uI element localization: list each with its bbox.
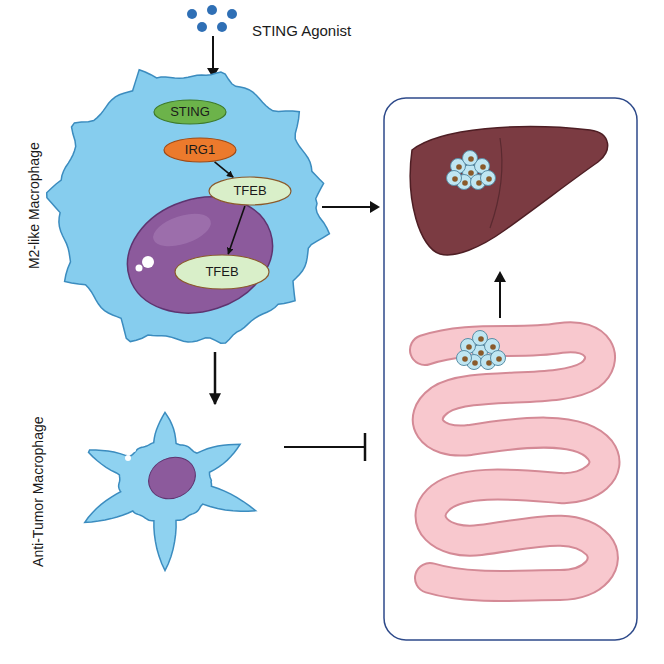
node-label: TFEB [205, 265, 238, 279]
arrowhead [370, 201, 380, 213]
tumor-nucleus [478, 336, 484, 342]
oval [164, 138, 236, 162]
tumor-nucleus [462, 180, 468, 186]
tfeb-oval: TFEB [174, 254, 270, 290]
tumor-nucleus [496, 356, 502, 362]
oval [154, 100, 226, 124]
vesicle [125, 455, 131, 461]
cell-region: Anti-Tumor Macrophage [18, 405, 254, 583]
agonist-dots [187, 5, 237, 32]
anti-tumor-cell [85, 412, 256, 570]
nucleus-highlight [136, 265, 143, 272]
irg1-oval: IRG1 [163, 137, 237, 163]
tumor-cell [481, 171, 496, 186]
cell-region: M2-like Macrophage STING IRG1TFEB TFEB [10, 62, 332, 352]
metastasis-arrow [499, 280, 501, 318]
tumor-cell [457, 351, 472, 366]
nucleus-shine [149, 207, 215, 252]
inhibit-bar [364, 433, 367, 461]
oval [209, 177, 291, 205]
inhibit-line [284, 446, 364, 448]
tfeb-oval: TFEB [208, 176, 292, 206]
node-label: IRG1 [185, 143, 215, 157]
tumor-cluster [457, 331, 506, 370]
tumor-nucleus [490, 344, 496, 350]
tumor-nucleus [456, 164, 462, 170]
tumor-cell [473, 331, 488, 346]
arrowhead [494, 271, 506, 282]
tumor-nucleus [468, 170, 474, 176]
vertical-label: Anti-Tumor Macrophage [30, 417, 45, 567]
node-label: TFEB [233, 184, 266, 198]
agonist-arrow [212, 36, 214, 70]
arrow-line [322, 206, 372, 208]
vesicle [132, 448, 136, 452]
agonist-label: STING Agonist [252, 22, 351, 39]
tumor-nucleus [468, 156, 474, 162]
connector-arrow [228, 206, 245, 254]
tumor-nucleus [452, 176, 458, 182]
connector-arrow [214, 352, 217, 404]
sting-oval: STING [153, 99, 227, 125]
tumor-cell [447, 171, 462, 186]
connector-arrow [215, 162, 234, 177]
tumor-cell [491, 351, 506, 366]
liver [410, 127, 607, 255]
intestine [425, 337, 604, 586]
tumor-nucleus [472, 360, 478, 366]
vertical-label: M2-like Macrophage [26, 143, 41, 270]
tumor-nucleus [478, 350, 484, 356]
tumor-cluster [447, 151, 496, 190]
nucleus-highlight [142, 256, 154, 268]
tumor-nucleus [462, 356, 468, 362]
tumor-nucleus [480, 164, 486, 170]
tumor-nucleus [486, 176, 492, 182]
oval [175, 255, 269, 289]
macrophage-cell [47, 70, 330, 343]
tumor-nucleus [466, 344, 472, 350]
nucleus [142, 450, 202, 507]
tumor-cell [463, 151, 478, 166]
organ-panel [384, 98, 637, 640]
node-label: STING [170, 105, 210, 119]
